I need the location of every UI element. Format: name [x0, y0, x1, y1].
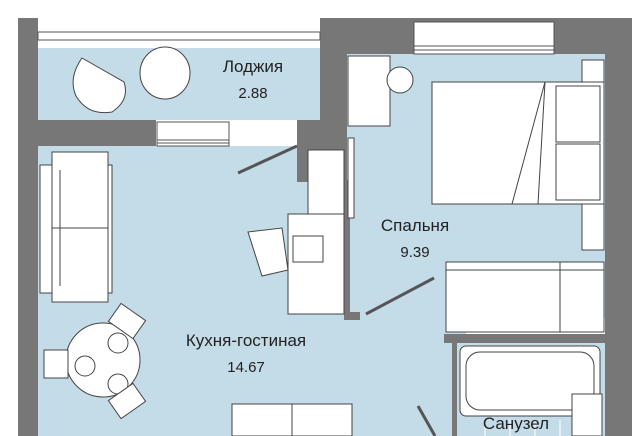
wall-corner — [344, 312, 360, 320]
bathroom-tiles — [484, 420, 561, 436]
round-table-loggia — [139, 46, 191, 100]
window-loggia-top — [37, 31, 321, 41]
room-name-bedroom: Спальня — [380, 216, 450, 235]
shelf — [307, 149, 345, 215]
doors — [237, 144, 437, 436]
window-bedroom — [413, 21, 555, 55]
window-living — [156, 121, 230, 147]
bedroom-dresser — [347, 55, 391, 127]
wardrobe-bedroom-door — [347, 137, 355, 219]
wall-right — [605, 18, 632, 436]
desk — [287, 213, 345, 315]
room-area-bedroom: 9.39 — [400, 244, 430, 261]
pillow-1 — [555, 85, 601, 143]
room-name-bathroom: Санузел — [482, 414, 550, 433]
pillow-2 — [555, 143, 601, 201]
room-area-loggia: 2.88 — [238, 85, 268, 102]
chair-3 — [107, 382, 147, 420]
wall-loggia-bottom — [18, 120, 156, 146]
office-chair — [247, 227, 289, 277]
wardrobe-closet — [445, 261, 605, 333]
chair-1 — [107, 302, 147, 340]
room-name-loggia: Лоджия — [222, 57, 284, 76]
room-name-kitchen-living: Кухня-гостиная — [185, 331, 307, 350]
wall-bath-left — [452, 334, 457, 436]
door-loggia — [237, 144, 298, 175]
plant-icon — [386, 66, 414, 94]
room-area-kitchen-living: 14.67 — [227, 359, 265, 376]
laptop-icon — [292, 235, 324, 263]
armchair-loggia — [72, 57, 126, 114]
furniture — [39, 46, 605, 436]
door-bathroom — [416, 405, 437, 436]
wall-bath-top — [444, 334, 605, 343]
wall-bedroom-left — [344, 180, 350, 318]
door-bedroom — [365, 276, 435, 316]
chair-2 — [43, 349, 69, 379]
sink — [571, 393, 603, 436]
wall-left — [18, 18, 38, 436]
windows — [37, 21, 555, 147]
